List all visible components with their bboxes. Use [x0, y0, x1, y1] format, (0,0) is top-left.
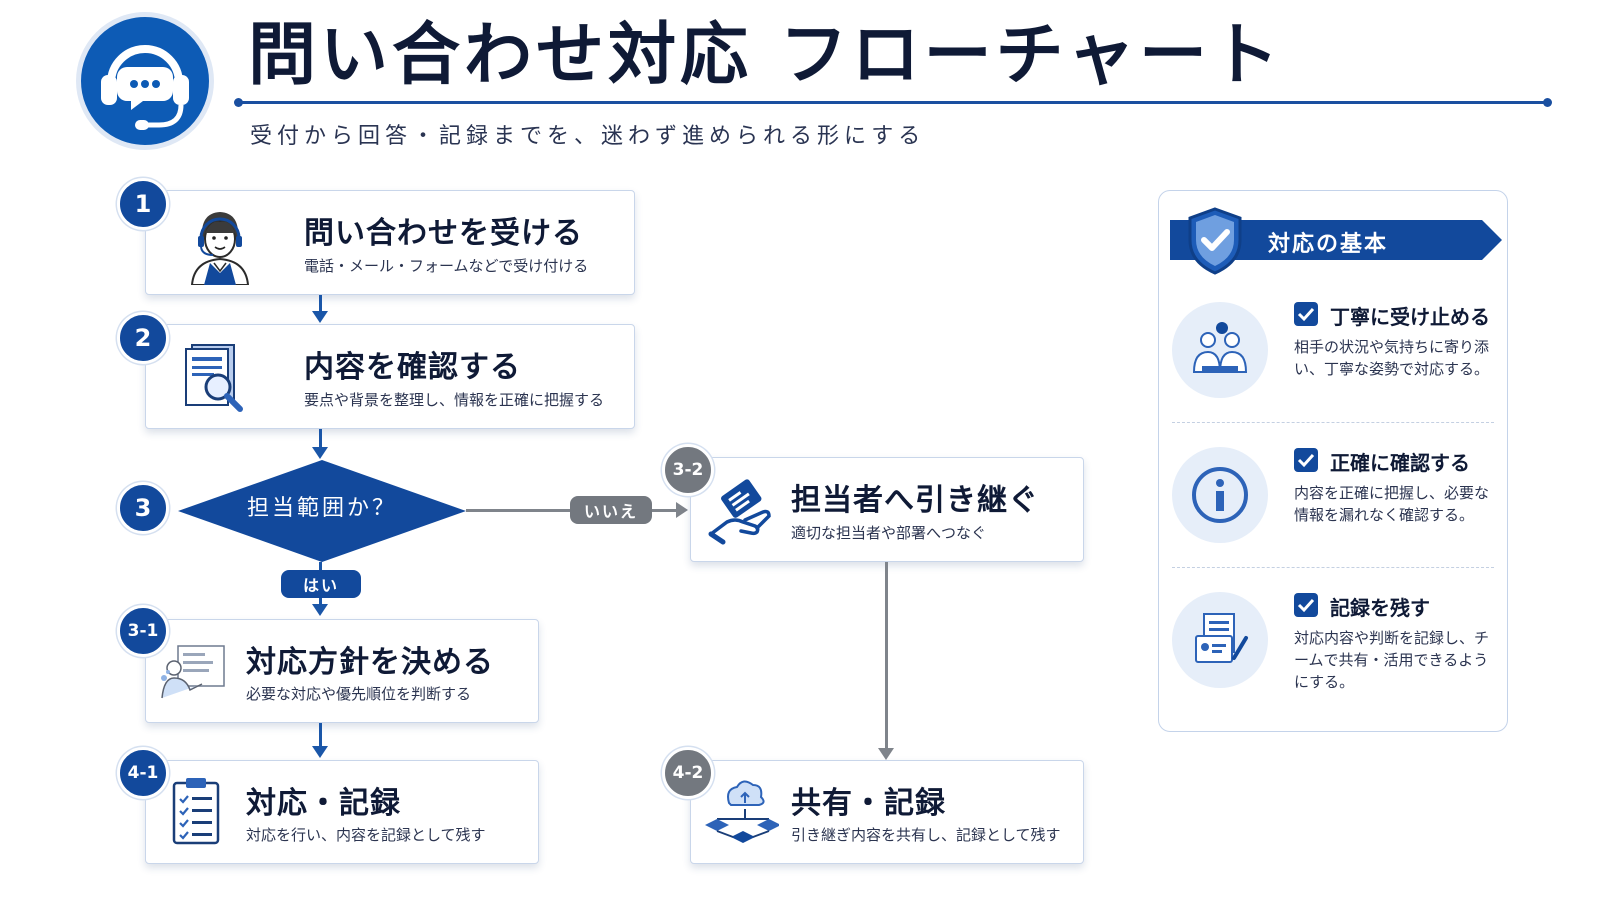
step-4-2-desc: 引き継ぎ内容を共有し、記録として残す [791, 826, 1061, 844]
step-4-2-badge: 4-2 [662, 747, 714, 799]
step-2-card: 内容を確認する 要点や背景を整理し、情報を正確に把握する [145, 324, 635, 429]
step-3-2-badge: 3-2 [662, 444, 714, 496]
records-document-icon [1172, 592, 1268, 688]
connector-1-2 [319, 295, 322, 312]
step-3-2-desc: 適切な担当者や部署へつなぐ [791, 524, 987, 542]
page-subtitle: 受付から回答・記録までを、迷わず進められる形にする [250, 124, 926, 149]
arrowhead-no-branch [676, 502, 688, 518]
step-2-badge: 2 [117, 312, 169, 364]
planning-board-icon [160, 640, 228, 708]
title-underline [234, 98, 1552, 107]
decision-question: 担当範囲か？ [246, 496, 397, 521]
step-3-1-desc: 必要な対応や優先順位を判断する [246, 685, 472, 703]
step-3-1-badge: 3-1 [117, 605, 169, 657]
tip-3-title: 記録を残す [1330, 596, 1430, 620]
tip-3-desc: 対応内容や判断を記録し、チームで共有・活用できるようにする。 [1294, 629, 1490, 691]
shield-check-icon [1188, 207, 1242, 275]
arrowhead-2-3 [312, 447, 328, 459]
step-3-1-card: 対応方針を決める 必要な対応や優先順位を判断する [145, 619, 539, 723]
checkbox-icon [1294, 593, 1318, 617]
cloud-share-network-icon [703, 775, 781, 851]
tip-2-title: 正確に確認する [1330, 451, 1470, 475]
step-3-badge: 3 [117, 482, 169, 534]
arrowhead-3-2-4-2 [878, 748, 894, 760]
no-label: いいえ [570, 496, 652, 524]
step-1-desc: 電話・メール・フォームなどで受け付ける [304, 257, 589, 275]
tip-2-desc: 内容を正確に把握し、必要な情報を漏れなく確認する。 [1294, 484, 1490, 524]
tip-separator [1172, 422, 1494, 423]
step-2-desc: 要点や背景を整理し、情報を正確に把握する [304, 391, 605, 409]
tip-separator [1172, 567, 1494, 568]
info-icon [1172, 447, 1268, 543]
panel-banner [1170, 220, 1502, 260]
connector-2-3 [319, 429, 322, 449]
arrowhead-yes-branch [312, 604, 328, 616]
arrowhead-1-2 [312, 311, 328, 323]
decision-diamond [178, 460, 466, 562]
connector-3-2-4-2 [885, 562, 888, 750]
page-title: 問い合わせ対応 フローチャート [248, 16, 1283, 95]
step-1-badge: 1 [117, 178, 169, 230]
step-4-1-card: 対応・記録 対応を行い、内容を記録として残す [145, 760, 539, 864]
yes-label: はい [281, 570, 361, 598]
tip-1-desc: 相手の状況や気持ちに寄り添い、丁寧な姿勢で対応する。 [1294, 338, 1490, 378]
tip-1-title: 丁寧に受け止める [1330, 305, 1490, 329]
operator-person-icon [186, 203, 254, 289]
people-conversation-icon [1172, 302, 1268, 398]
panel-title: 対応の基本 [1268, 232, 1389, 257]
step-4-1-badge: 4-1 [117, 747, 169, 799]
step-3-1-title: 対応方針を決める [246, 645, 494, 680]
clipboard-checklist-icon [170, 775, 222, 851]
step-1-title: 問い合わせを受ける [304, 216, 583, 251]
arrowhead-3-1-4-1 [312, 746, 328, 758]
step-4-1-title: 対応・記録 [246, 786, 401, 821]
document-magnifier-icon [182, 339, 248, 423]
step-2-title: 内容を確認する [304, 350, 521, 385]
step-4-1-desc: 対応を行い、内容を記録として残す [246, 826, 486, 844]
step-3-2-title: 担当者へ引き継ぐ [791, 483, 1039, 518]
step-4-2-card: 共有・記録 引き継ぎ内容を共有し、記録として残す [690, 760, 1084, 864]
step-1-card: 問い合わせを受ける 電話・メール・フォームなどで受け付ける [145, 190, 635, 295]
headset-chat-icon [76, 12, 214, 150]
checkbox-icon [1294, 302, 1318, 326]
step-3-2-card: 担当者へ引き継ぐ 適切な担当者や部署へつなぐ [690, 457, 1084, 562]
connector-3-1-4-1 [319, 723, 322, 748]
checkbox-icon [1294, 448, 1318, 472]
hand-handoff-icon [707, 476, 773, 550]
step-4-2-title: 共有・記録 [791, 786, 946, 821]
